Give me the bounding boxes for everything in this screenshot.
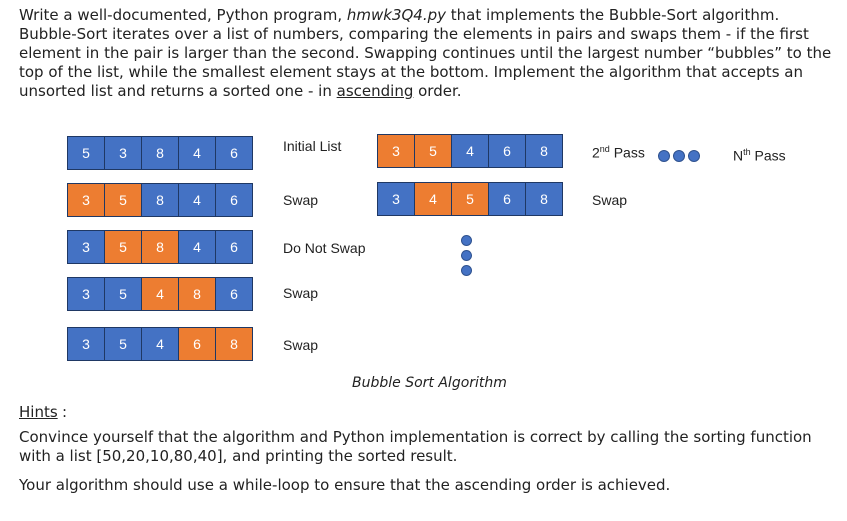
left-row-2-cell-1: 5 [104, 230, 142, 264]
left-row-1-cell-0: 3 [67, 183, 105, 217]
intro-text-2: that implements the Bubble-Sort algorith… [19, 6, 832, 100]
left-row-1-cell-3: 4 [178, 183, 216, 217]
left-row-0-cell-3: 4 [178, 136, 216, 170]
left-row-0-cell-4: 6 [215, 136, 253, 170]
left-row-1-cell-1: 5 [104, 183, 142, 217]
hint-paragraph-1: Convince yourself that the algorithm and… [19, 428, 812, 465]
right-row-0-cell-2: 4 [451, 134, 489, 168]
right-row-1-cell-0: 3 [377, 182, 415, 216]
label-initial-list: Initial List [283, 138, 342, 154]
figure-caption: Bubble Sort Algorithm [352, 375, 507, 391]
label-do-not-swap: Do Not Swap [283, 240, 366, 256]
left-row-4-cell-0: 3 [67, 327, 105, 361]
left-row-3-cell-4: 6 [215, 277, 253, 311]
vertical-ellipsis-dot-icon [461, 235, 472, 246]
left-row-4-cell-1: 5 [104, 327, 142, 361]
left-row-4-cell-4: 8 [215, 327, 253, 361]
left-row-3-cell-3: 8 [178, 277, 216, 311]
left-row-2-cell-3: 4 [178, 230, 216, 264]
hint-paragraph-2: Your algorithm should use a while-loop t… [19, 476, 671, 494]
right-row-0-cell-1: 5 [414, 134, 452, 168]
right-row-1-cell-2: 5 [451, 182, 489, 216]
ellipsis-dot-icon [688, 150, 700, 162]
label-swap-2: Swap [283, 285, 319, 301]
right-row-1-cell-4: 8 [525, 182, 563, 216]
vertical-ellipsis-dot-icon [461, 265, 472, 276]
left-row-2-cell-0: 3 [67, 230, 105, 264]
left-row-1-cell-4: 6 [215, 183, 253, 217]
left-row-1-cell-2: 8 [141, 183, 179, 217]
label-second-pass: 2nd Pass [592, 144, 645, 161]
left-row-3-cell-0: 3 [67, 277, 105, 311]
left-row-2-cell-2: 8 [141, 230, 179, 264]
intro-text-3: order. [413, 82, 462, 100]
left-row-4-cell-2: 4 [141, 327, 179, 361]
instructions-paragraph: Write a well-documented, Python program,… [19, 6, 834, 101]
left-row-3-cell-1: 5 [104, 277, 142, 311]
right-row-1-cell-3: 6 [488, 182, 526, 216]
left-row-0-cell-1: 3 [104, 136, 142, 170]
left-row-0-cell-2: 8 [141, 136, 179, 170]
left-row-2-cell-4: 6 [215, 230, 253, 264]
hints-heading: Hints [19, 403, 58, 421]
ellipsis-dot-icon [658, 150, 670, 162]
left-row-4-cell-3: 6 [178, 327, 216, 361]
label-second-pass-swap: Swap [592, 192, 628, 208]
left-row-0-cell-0: 5 [67, 136, 105, 170]
right-row-0-cell-0: 3 [377, 134, 415, 168]
intro-text-1: Write a well-documented, Python program, [19, 6, 347, 24]
filename: hmwk3Q4.py [346, 6, 447, 24]
left-row-3-cell-2: 4 [141, 277, 179, 311]
ellipsis-dot-icon [673, 150, 685, 162]
right-row-1-cell-1: 4 [414, 182, 452, 216]
ascending-underlined: ascending [336, 82, 414, 100]
right-row-0-cell-4: 8 [525, 134, 563, 168]
hints-colon: : [62, 403, 68, 421]
label-swap-3: Swap [283, 337, 319, 353]
label-swap-1: Swap [283, 192, 319, 208]
vertical-ellipsis-dot-icon [461, 250, 472, 261]
label-nth-pass: Nth Pass [733, 147, 786, 164]
right-row-0-cell-3: 6 [488, 134, 526, 168]
